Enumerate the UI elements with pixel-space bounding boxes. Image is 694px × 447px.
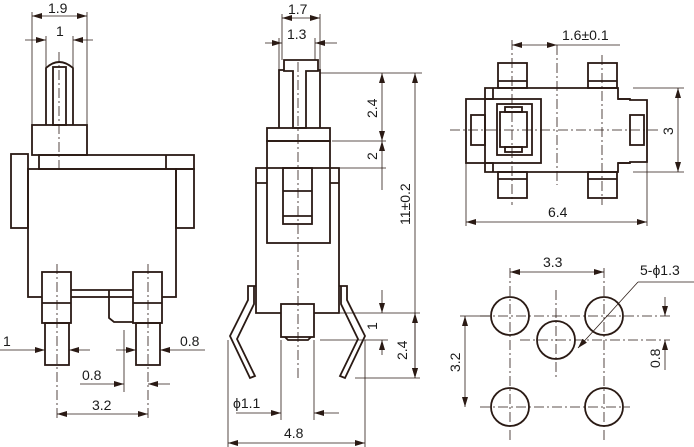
dim-collar: 2 bbox=[364, 152, 380, 160]
dim-length: 6.4 bbox=[548, 204, 568, 220]
top-view: 1.6±0.1 3 6.4 bbox=[450, 27, 684, 226]
dim-offset: 1.6±0.1 bbox=[562, 27, 609, 43]
dim-boss: 1 bbox=[364, 322, 380, 330]
dim-stroke: 2.4 bbox=[364, 98, 380, 118]
dim-actuator-inner: 1 bbox=[56, 23, 64, 39]
dim-boss-diameter: ϕ1.1 bbox=[233, 395, 261, 411]
dim-pin-width-left: 1 bbox=[3, 333, 11, 349]
dim-total-height: 11±0.2 bbox=[397, 183, 413, 225]
dim-pin-pitch: 3.2 bbox=[92, 397, 112, 413]
pcb-footprint: 3.3 5-ϕ1.3 3.2 0.8 bbox=[447, 254, 694, 440]
dim-lead-length: 2.4 bbox=[394, 340, 410, 360]
dim-lead-span: 4.8 bbox=[284, 425, 304, 441]
dim-pitch-x: 3.3 bbox=[543, 254, 563, 270]
front-view: 1.9 1 1 0.8 0.8 3.2 bbox=[0, 0, 205, 420]
dim-pin-width-right: 0.8 bbox=[180, 333, 200, 349]
dim-width: 3 bbox=[660, 127, 676, 135]
dim-actuator-outer: 1.9 bbox=[48, 0, 68, 16]
dim-cap-inner: 1.3 bbox=[287, 26, 307, 42]
dim-cap-outer: 1.7 bbox=[288, 1, 308, 17]
dim-pin-offset: 0.8 bbox=[82, 367, 102, 383]
side-view: 1.7 1.3 2.4 2 11±0.2 1 2.4 ϕ1.1 4.8 bbox=[227, 1, 422, 447]
dim-holes: 5-ϕ1.3 bbox=[640, 262, 680, 278]
dim-pitch-y: 3.2 bbox=[447, 352, 463, 372]
dim-center-offset: 0.8 bbox=[647, 348, 663, 368]
